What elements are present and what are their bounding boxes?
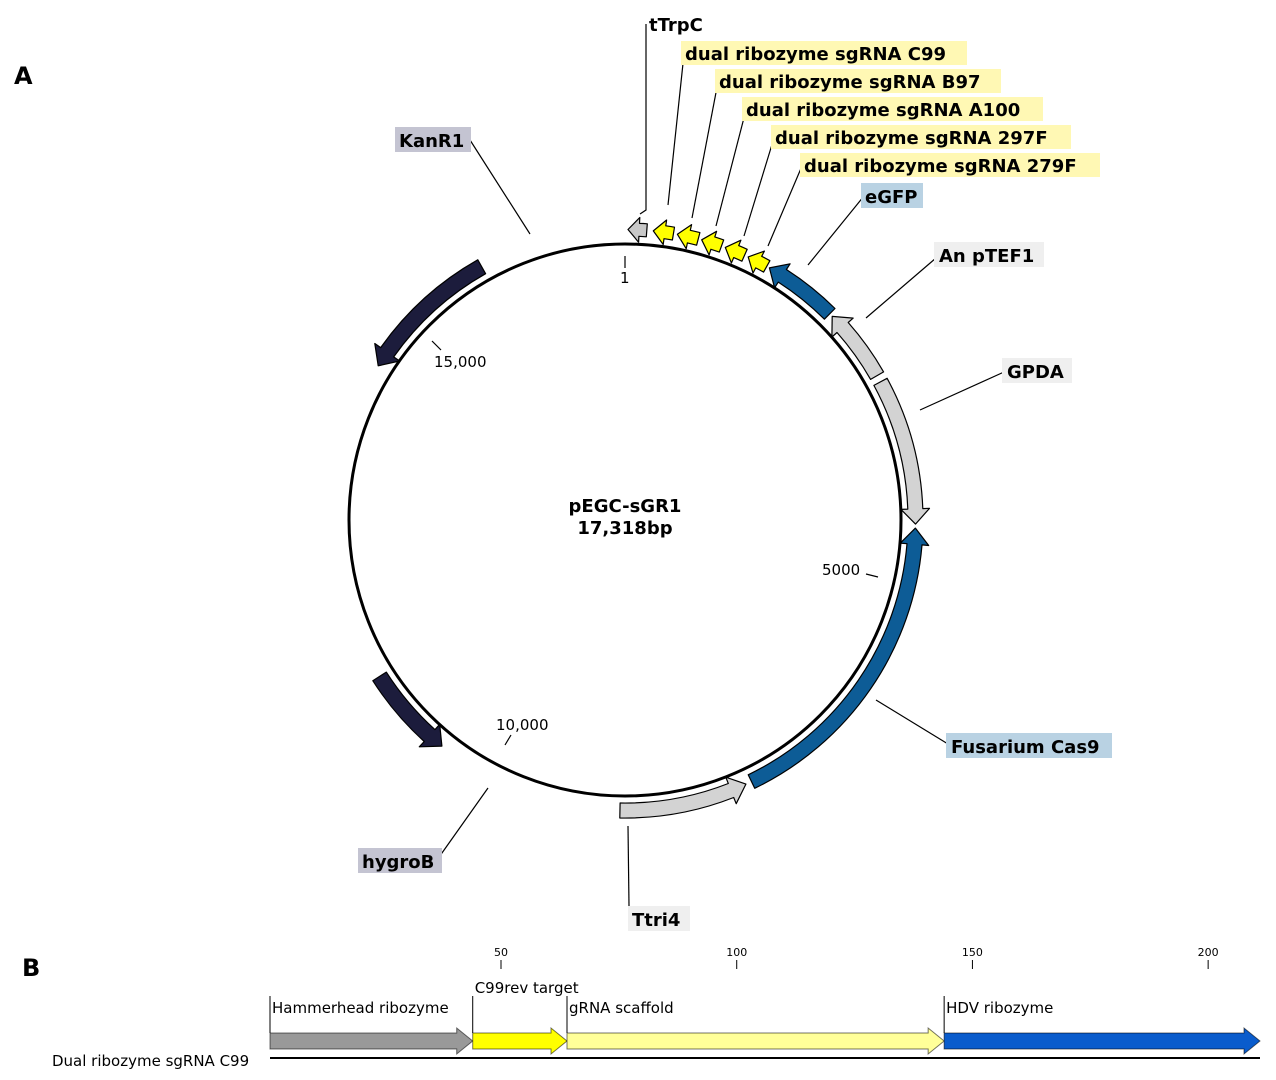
leader-sgB97 xyxy=(691,81,719,219)
feature-arrow-KanR1 xyxy=(374,259,487,367)
label-pTEF1: An pTEF1 xyxy=(939,246,1034,267)
leader-sgA100 xyxy=(715,109,747,227)
feature-arrow-eGFP xyxy=(768,263,836,320)
label-bg-eGFP xyxy=(861,183,923,208)
linear-tick-label: 150 xyxy=(962,946,983,959)
label-sgC99: dual ribozyme sgRNA C99 xyxy=(685,44,946,65)
plasmid-name: pEGC-sGR1 xyxy=(569,496,682,517)
label-bg-GPDA xyxy=(1002,358,1072,383)
label-bg-sgC99 xyxy=(681,41,967,65)
label-sgA100: dual ribozyme sgRNA A100 xyxy=(746,100,1020,121)
feature-arrow-Cas9 xyxy=(747,527,930,789)
leader-Ttri4 xyxy=(627,825,630,907)
tick-15000-label: 15,000 xyxy=(434,353,487,371)
linear-feature-hh xyxy=(269,1026,474,1056)
label-bg-sg297F xyxy=(771,125,1071,149)
leader-Cas9 xyxy=(875,699,949,745)
tick-10000-label: 10,000 xyxy=(496,716,549,734)
scale-ticks: 1 5000 10,000 15,000 xyxy=(431,256,879,746)
linear-feature-label: C99rev target xyxy=(475,979,579,997)
label-bg-Ttri4 xyxy=(628,906,690,931)
label-sg297F: dual ribozyme sgRNA 297F xyxy=(775,128,1048,149)
linear-tick-label: 100 xyxy=(726,946,747,959)
feature-arrow-sgC99 xyxy=(652,219,676,246)
linear-feature-c99 xyxy=(472,1026,568,1056)
label-tTrpC: tTrpC xyxy=(649,15,703,36)
feature-arrow-sgA100 xyxy=(701,230,725,256)
feature-arrow-sg297F xyxy=(724,239,748,264)
label-bg-pTEF1 xyxy=(934,242,1044,267)
tick-5000-mark xyxy=(865,573,879,578)
label-bg-Cas9 xyxy=(946,733,1112,758)
linear-map-name: Dual ribozyme sgRNA C99 xyxy=(52,1052,249,1070)
tick-10000-mark xyxy=(504,734,512,746)
feature-arrow-Ttri4 xyxy=(619,776,747,819)
leader-GPDA xyxy=(919,371,1005,411)
label-bg-hygroB xyxy=(358,848,442,873)
linear-feature-hdv xyxy=(943,1026,1261,1056)
plasmid-backbone xyxy=(347,242,903,798)
linear-features: Hammerhead ribozyme C99rev target gRNA sca… xyxy=(269,979,1261,1056)
leader-sg279F xyxy=(767,165,803,247)
linear-feature-label: HDV ribozyme xyxy=(946,999,1053,1017)
label-GPDA: GPDA xyxy=(1007,362,1064,383)
label-Cas9: Fusarium Cas9 xyxy=(951,737,1100,758)
leader-tTrpC xyxy=(639,24,647,215)
label-Ttri4: Ttri4 xyxy=(632,910,680,931)
label-bg-sgB97 xyxy=(715,69,1001,93)
leader-pTEF1 xyxy=(865,257,937,319)
label-hygroB: hygroB xyxy=(362,852,434,873)
leader-KanR1 xyxy=(469,139,531,235)
leader-sgC99 xyxy=(667,53,685,206)
linear-map: 50 100 150 200 Dual ribozyme sgRNA C99 Hamm… xyxy=(52,946,1261,1070)
feature-arrow-tTrpC xyxy=(627,216,648,243)
tick-15000-mark xyxy=(431,340,442,351)
feature-arcs xyxy=(372,216,931,819)
linear-feature-label: gRNA scaffold xyxy=(569,999,674,1017)
leader-sg297F xyxy=(743,137,775,237)
feature-arrow-sg279F xyxy=(747,250,771,274)
feature-arrow-GPDA xyxy=(873,377,931,525)
linear-ticks: 50 100 150 200 xyxy=(494,946,1219,969)
label-sgB97: dual ribozyme sgRNA B97 xyxy=(719,72,981,93)
label-bg-sg279F xyxy=(800,153,1100,177)
feature-arrow-pTEF1 xyxy=(831,315,885,380)
linear-tick-label: 200 xyxy=(1198,946,1219,959)
plasmid-size: 17,318bp xyxy=(577,518,672,539)
feature-labels: tTrpC dual ribozyme sgRNA C99 dual riboz… xyxy=(358,15,1112,931)
label-bg-sgA100 xyxy=(742,97,1043,121)
feature-arrow-hygroB xyxy=(372,671,443,748)
leader-hygroB xyxy=(436,787,489,861)
leader-lines xyxy=(436,24,1005,907)
panel-b-letter: B xyxy=(22,954,40,982)
label-sg279F: dual ribozyme sgRNA 279F xyxy=(804,156,1077,177)
label-bg-KanR1 xyxy=(395,127,471,152)
linear-tick-label: 50 xyxy=(494,946,508,959)
feature-arrow-sgB97 xyxy=(676,224,701,250)
label-eGFP: eGFP xyxy=(865,187,917,208)
linear-feature-label: Hammerhead ribozyme xyxy=(272,999,449,1017)
label-KanR1: KanR1 xyxy=(399,131,464,152)
panel-a-letter: A xyxy=(14,62,33,90)
leader-eGFP xyxy=(807,195,865,266)
tick-1-label: 1 xyxy=(620,269,630,287)
linear-feature-scaffold xyxy=(566,1026,945,1056)
tick-5000-label: 5000 xyxy=(822,561,860,579)
